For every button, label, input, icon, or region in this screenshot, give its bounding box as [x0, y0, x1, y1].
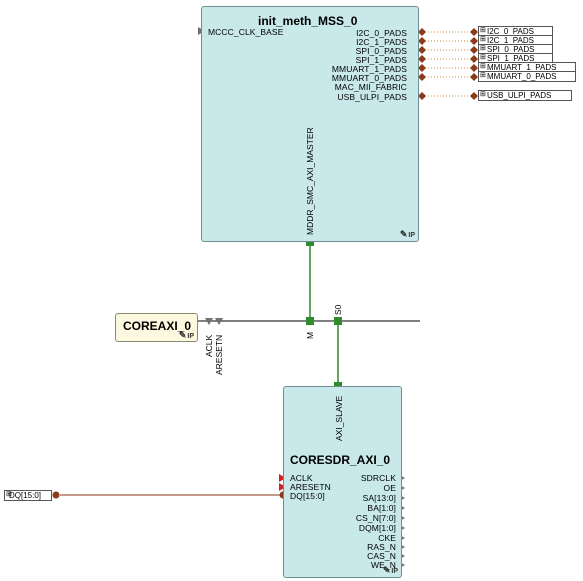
ext-port-mmuart-0[interactable]: MMUART_0_PADS: [478, 71, 576, 82]
mss-port-mmuart-1: MMUART_1_PADS: [331, 64, 407, 74]
mss-port-spi-1: SPI_1_PADS: [355, 55, 407, 65]
mss-pad-pins: [418, 28, 426, 100]
coresdr-port-cs-n: CS_N[7:0]: [355, 513, 396, 523]
coreaxi-block[interactable]: COREAXI_0 ✎IP: [115, 313, 198, 342]
coresdr-port-cke: CKE: [378, 533, 396, 543]
coreaxi-ip-tag: ✎IP: [178, 330, 194, 340]
bus-label-s0: S0: [333, 304, 343, 315]
mss-title: init_meth_MSS_0: [258, 14, 358, 28]
coresdr-port-aresetn: ARESETN: [290, 482, 331, 492]
coresdr-ip-tag: ✎IP: [382, 565, 398, 575]
coreaxi-pin-aclk: ACLK: [204, 334, 214, 357]
coresdr-port-dqm: DQM[1:0]: [358, 523, 396, 533]
wrench-icon: ✎: [382, 565, 391, 575]
coresdr-port-axi-slave: AXI_SLAVE: [334, 395, 344, 441]
ext-port-dq[interactable]: DQ[15:0]: [4, 490, 52, 501]
mss-port-usb-ulpi: USB_ULPI_PADS: [337, 92, 407, 102]
dq-ext-pin[interactable]: [52, 491, 60, 499]
coresdr-title: CORESDR_AXI_0: [290, 453, 391, 467]
mss-port-i2c-1: I2C_1_PADS: [356, 37, 407, 47]
mss-port-mmuart-0: MMUART_0_PADS: [331, 73, 407, 83]
wrench-icon: ✎: [399, 229, 408, 239]
mss-ip-tag: ✎IP: [399, 229, 415, 239]
mss-port-mddr-smc-axi-master: MDDR_SMC_AXI_MASTER: [305, 127, 315, 235]
coreaxi-pins: [205, 318, 223, 325]
coreaxi-pin-aresetn: ARESETN: [214, 334, 224, 375]
coresdr-port-cas-n: CAS_N: [367, 551, 396, 561]
ext-port-pins: [470, 28, 478, 100]
wrench-icon: ✎: [178, 330, 187, 340]
pads-dotted-nets: [422, 31, 472, 97]
s0-bus-pin: [334, 317, 342, 325]
coresdr-block[interactable]: AXI_SLAVE CORESDR_AXI_0 ACLK ARESETN DQ[…: [283, 386, 402, 578]
bus-label-m: M: [305, 331, 315, 339]
mss-port-mac-mii-fabric: MAC_MII_FABRIC: [334, 82, 407, 92]
m-bus-pin: [306, 317, 314, 325]
mss-port-mccc-clk-base: MCCC_CLK_BASE: [208, 27, 284, 37]
coresdr-port-ras-n: RAS_N: [367, 542, 396, 552]
mss-block[interactable]: init_meth_MSS_0 MCCC_CLK_BASE I2C_0_PADS…: [201, 6, 419, 242]
ext-port-usb-ulpi[interactable]: USB_ULPI_PADS: [478, 90, 572, 101]
coresdr-port-dq: DQ[15:0]: [290, 491, 325, 501]
coresdr-port-sa: SA[13:0]: [362, 493, 396, 503]
coreaxi-title: COREAXI_0: [123, 319, 192, 333]
coresdr-port-oe: OE: [383, 483, 396, 493]
mss-port-spi-0: SPI_0_PADS: [355, 46, 407, 56]
coresdr-port-aclk: ACLK: [290, 473, 313, 483]
coresdr-port-we-n: WE_N: [371, 560, 396, 570]
coresdr-port-ba: BA[1:0]: [367, 503, 396, 513]
coresdr-port-sdrclk: SDRCLK: [360, 473, 396, 483]
mss-port-i2c-0: I2C_0_PADS: [356, 28, 407, 38]
mddr-bus-pin: [306, 238, 314, 246]
